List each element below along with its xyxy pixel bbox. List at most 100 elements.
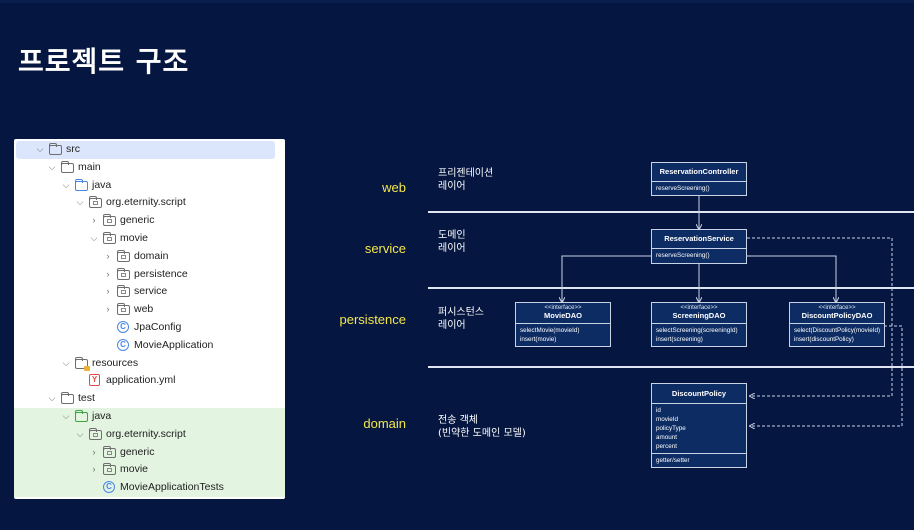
layer-separator-3 (428, 366, 914, 368)
stereotype: <<interface>> (544, 305, 582, 311)
tree-row-resources[interactable]: ⌵ resources (14, 355, 285, 373)
tree-row-web[interactable]: › web (14, 301, 285, 319)
tree-row-domain[interactable]: ›domain (14, 248, 285, 266)
tree-row-test[interactable]: ⌵ test (14, 390, 285, 408)
tree-item-label: JpaConfig (134, 321, 182, 333)
tree-item-label: movie (120, 232, 149, 244)
class-name: ReservationController (652, 163, 746, 182)
tree-item-label: MovieApplication (134, 338, 214, 351)
interface-movie-dao: <<interface>> MovieDAO selectMovie(movie… (515, 302, 611, 347)
tree-item-label: src (66, 143, 80, 155)
method: insert(movie) (520, 336, 557, 343)
package-icon (117, 285, 131, 298)
layer-desc-domain: 전송 객체 (빈약한 도메인 모델) (438, 414, 526, 440)
method: selectMovie(movieId) (520, 327, 580, 334)
tree-item-label: main (78, 160, 101, 173)
tree-row-org-eternity-script[interactable]: ⌵ org.eternity.script (14, 425, 285, 444)
interface-header: <<interface>> MovieDAO (516, 303, 610, 324)
field: amount (656, 434, 678, 441)
class-name: MovieDAO (544, 311, 582, 320)
stereotype: <<interface>> (818, 305, 856, 311)
chevron-right-icon[interactable]: › (106, 304, 110, 315)
field-list: id movieId policyType amount percent (652, 404, 746, 453)
chevron-right-icon[interactable]: › (92, 446, 96, 457)
interface-discount-policy-dao: <<interface>> DiscountPolicyDAO select(D… (789, 302, 885, 347)
tree-row-service[interactable]: › service (14, 283, 285, 301)
tree-item-label: test (78, 392, 95, 405)
chevron-down-icon[interactable]: ⌵ (76, 197, 84, 208)
interface-screening-dao: <<interface>> ScreeningDAO selectScreeni… (651, 302, 747, 347)
tree-item-label: resources (92, 356, 139, 369)
chevron-down-icon[interactable]: ⌵ (36, 144, 44, 154)
chevron-right-icon[interactable]: › (106, 268, 110, 279)
class-icon: C (117, 321, 131, 334)
tree-item-label: web (134, 303, 154, 316)
tree-item-label: MovieApplicationTests (120, 481, 224, 494)
chevron-down-icon[interactable]: ⌵ (76, 428, 84, 439)
chevron-right-icon[interactable]: › (106, 286, 110, 297)
package-icon (117, 267, 131, 281)
chevron-right-icon[interactable]: › (106, 250, 110, 261)
class-method: reserveScreening() (656, 252, 710, 259)
folder-icon (61, 160, 75, 174)
chevron-down-icon[interactable]: ⌵ (48, 393, 56, 404)
chevron-down-icon[interactable]: ⌵ (62, 179, 70, 190)
field: movieId (656, 416, 679, 423)
tree-row-java[interactable]: ⌵ java (14, 408, 285, 426)
field: policyType (656, 425, 686, 432)
tree-row-java[interactable]: ⌵java (14, 177, 285, 195)
tree-item-label: generic (120, 214, 155, 227)
layer-desc-web: 프리젠테이션 레이어 (438, 167, 493, 193)
layer-label-persistence: persistence (339, 312, 406, 327)
tree-item-label: org.eternity.script (106, 196, 186, 209)
layer-separator-2 (428, 287, 914, 289)
slide-title: 프로젝트 구조 (18, 45, 190, 78)
layer-desc-persistence-line2: 레이어 (438, 320, 466, 331)
package-icon (117, 303, 131, 316)
folder-icon (49, 143, 63, 156)
resources-folder-icon (75, 356, 90, 371)
tree-row-generic[interactable]: › generic (14, 212, 285, 230)
class-icon: C (103, 481, 117, 494)
chevron-down-icon[interactable]: ⌵ (62, 357, 70, 368)
interface-header: <<interface>> ScreeningDAO (652, 303, 746, 324)
field: percent (656, 443, 678, 450)
field: id (656, 407, 661, 414)
folder-icon (61, 392, 75, 405)
project-tree: ⌵src⌵main⌵java⌵org.eternity.script›gener… (14, 139, 285, 499)
test-folder-icon (75, 410, 89, 423)
layer-desc-domain-line2: (빈약한 도메인 모델) (438, 428, 526, 439)
tree-row-persistence[interactable]: ›persistence (14, 266, 285, 284)
method: select(DiscountPolicy(movieId) (794, 327, 881, 334)
chevron-down-icon[interactable]: ⌵ (90, 233, 98, 243)
tree-row-main[interactable]: ⌵ main (14, 159, 285, 177)
layer-desc-web-line1: 프리젠테이션 (438, 168, 494, 179)
tree-item-label: service (134, 285, 168, 298)
method: insert(discountPolicy) (794, 336, 854, 343)
tree-row-src[interactable]: ⌵ src (16, 141, 275, 159)
yaml-file-icon: Y (89, 374, 103, 387)
tree-row-movie[interactable]: ›movie (14, 461, 285, 480)
tree-row-generic[interactable]: ›generic (14, 443, 285, 462)
layer-separator-1 (428, 211, 914, 213)
layer-label-service: service (364, 241, 406, 256)
tree-row-org-eternity-script[interactable]: ⌵ org.eternity.script (14, 194, 285, 212)
chevron-down-icon[interactable]: ⌵ (48, 161, 56, 172)
chevron-down-icon[interactable]: ⌵ (62, 411, 70, 421)
tree-item-label: java (92, 410, 112, 422)
package-icon (89, 427, 103, 441)
tree-item-label: org.eternity.script (106, 427, 186, 440)
tree-item-label: application.yml (106, 374, 176, 387)
chevron-right-icon[interactable]: › (92, 464, 96, 475)
class-name: ReservationService (652, 230, 746, 249)
layer-desc-persistence: 퍼시스턴스 레이어 (438, 306, 484, 332)
layer-desc-domain-line1: 전송 객체 (438, 415, 478, 426)
chevron-right-icon[interactable]: › (92, 215, 96, 226)
tree-row-movie[interactable]: ⌵ movie (14, 230, 285, 248)
class-name: ScreeningDAO (672, 311, 726, 320)
method-list: selectMovie(movieId) insert(movie) (516, 324, 610, 346)
